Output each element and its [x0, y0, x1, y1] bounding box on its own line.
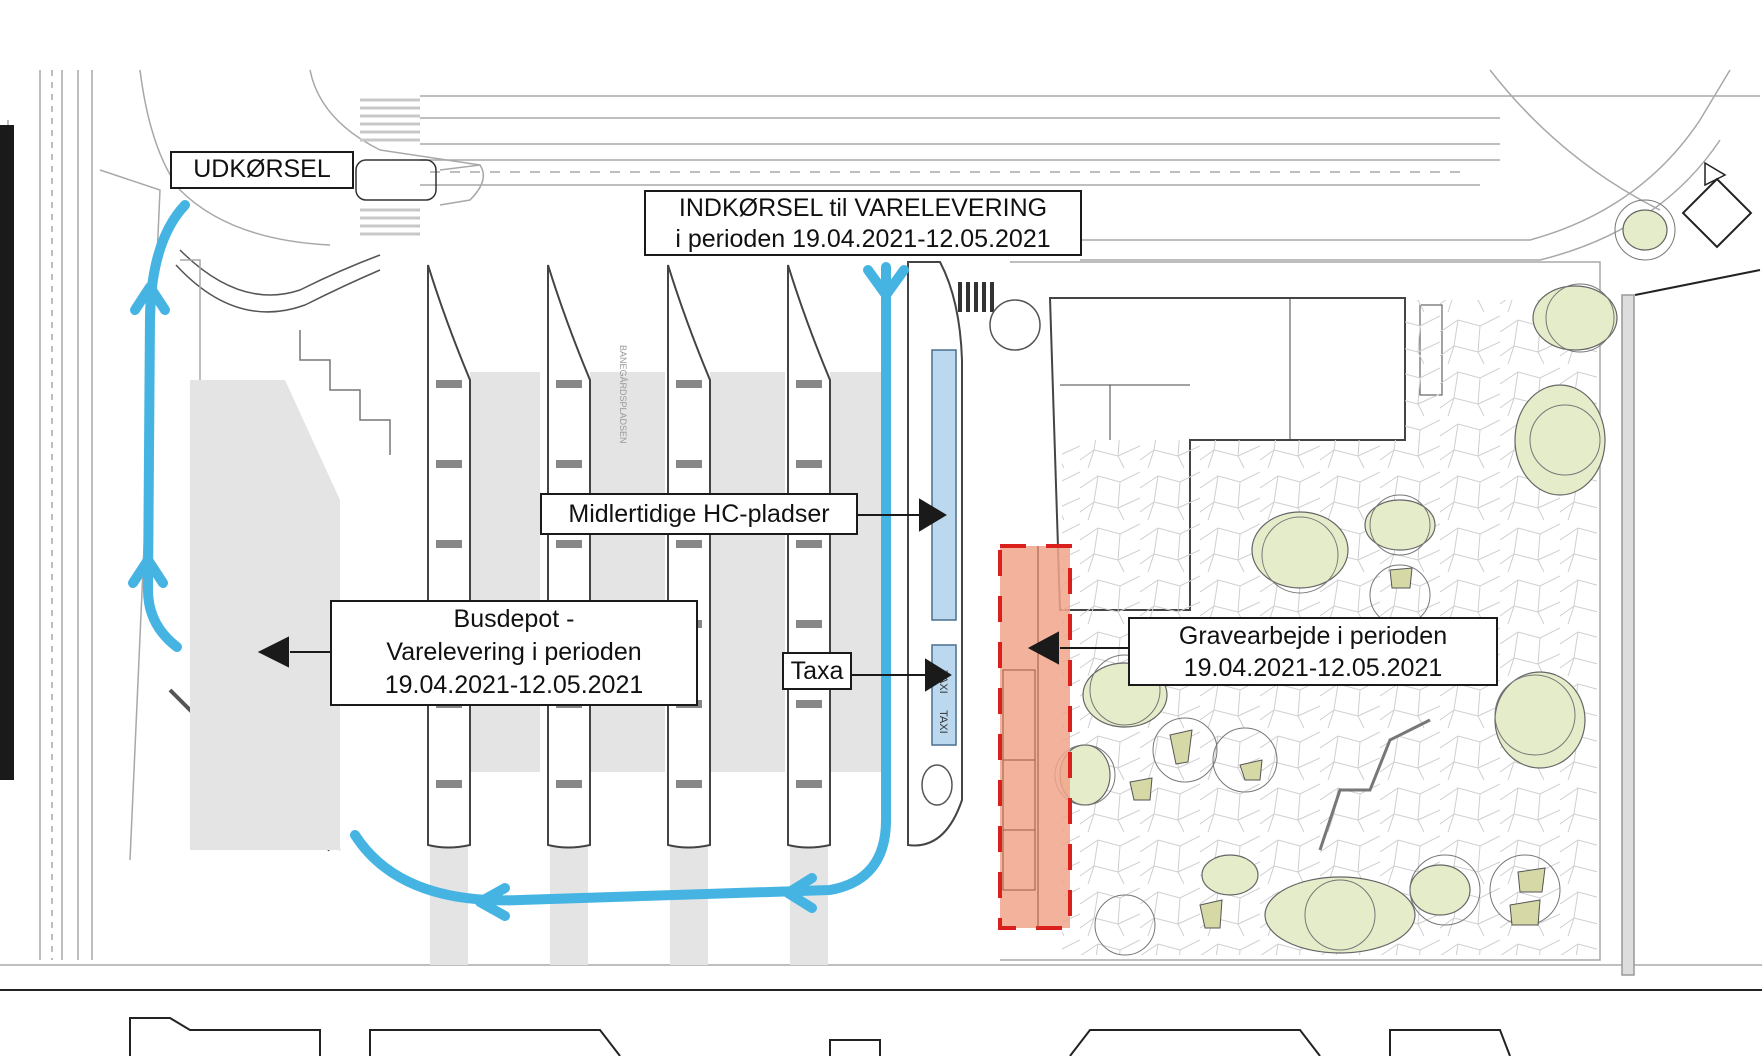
route-arrow-left-1: [783, 873, 817, 913]
taxa-arrow-head: [925, 658, 952, 692]
udkorsel-label: UDKØRSEL: [170, 151, 354, 189]
taxi-stand-area: [931, 644, 957, 746]
busdepot-text-line2: Varelevering i perioden: [386, 638, 642, 666]
route-arrow-down-entry: [863, 265, 909, 300]
udkorsel-text: UDKØRSEL: [193, 155, 331, 183]
busdepot-text-line1: Busdepot -: [453, 605, 575, 633]
roundabout-marker: [989, 299, 1041, 351]
hc-pladser-label: Midlertidige HC-pladser: [540, 493, 858, 535]
hc-arrow-head: [919, 498, 947, 532]
taxa-text: Taxa: [790, 657, 844, 685]
indkorsel-label: INDKØRSEL til VARELEVERING i perioden 19…: [644, 190, 1082, 256]
triangle-marker: [1704, 161, 1727, 187]
route-arrowheads: [128, 265, 909, 921]
busdepot-text-line3: 19.04.2021-12.05.2021: [384, 671, 644, 699]
gravearbejde-text-line2: 19.04.2021-12.05.2021: [1183, 654, 1443, 682]
corner-box: [1681, 177, 1753, 249]
route-arrow-left-2: [475, 883, 510, 921]
route-arrow-up-2: [130, 282, 170, 315]
platform-end-marker: [921, 764, 953, 806]
gravearbejde-text-line1: Gravearbejde i perioden: [1178, 622, 1448, 650]
gravearbejde-label: Gravearbejde i perioden 19.04.2021-12.05…: [1128, 617, 1498, 686]
indkorsel-text-line1: INDKØRSEL til VARELEVERING: [678, 194, 1048, 222]
street-name-label: BANEGÅRDSPLADSEN: [618, 345, 628, 444]
taxa-label: Taxa: [782, 652, 852, 690]
taxi-marking-2: TAXI: [937, 710, 949, 734]
indkorsel-text-line2: i perioden 19.04.2021-12.05.2021: [675, 225, 1051, 253]
busdepot-arrow-head: [257, 636, 289, 668]
route-arrow-up-1: [128, 555, 168, 588]
gravearbejde-arrow-head: [1027, 631, 1059, 665]
planters: [1129, 567, 1546, 929]
zigzag-feature: [1318, 718, 1431, 851]
traffic-route: [143, 200, 891, 906]
leader-arrows: [257, 498, 1128, 692]
tree-canopies: [1054, 199, 1676, 956]
hc-parking-area: [931, 349, 957, 621]
excavation-details: [1002, 546, 1039, 928]
busdepot-label: Busdepot - Varelevering i perioden 19.04…: [330, 600, 698, 706]
hc-pladser-text: Midlertidige HC-pladser: [568, 500, 830, 528]
